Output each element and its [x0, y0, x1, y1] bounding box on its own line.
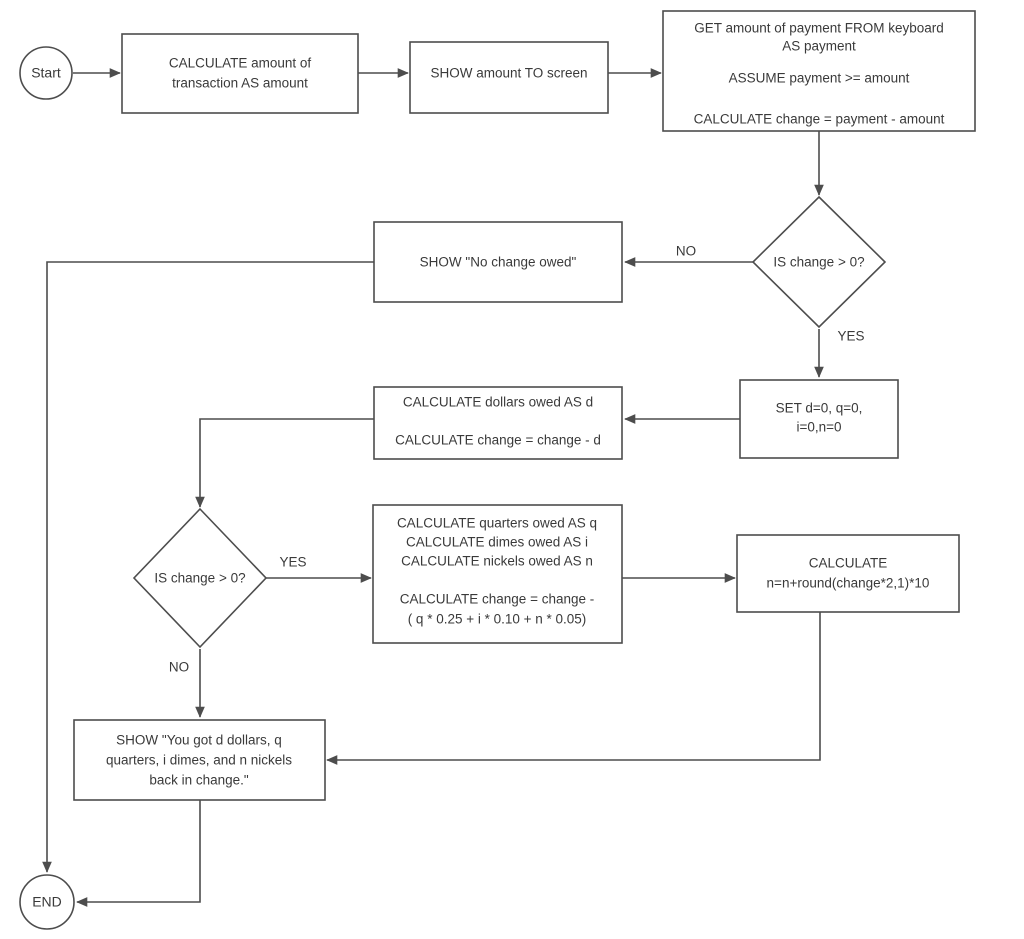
- node-decision-change-1[interactable]: IS change > 0?: [751, 195, 887, 329]
- show-amount-label: SHOW amount TO screen: [430, 66, 587, 81]
- calculate-dollars-line-1: CALCULATE dollars owed AS d: [403, 395, 593, 410]
- calculate-amount-line-2: transaction AS amount: [172, 76, 308, 91]
- get-payment-line-1: GET amount of payment FROM keyboard: [694, 21, 944, 36]
- calculate-coins-line-2: CALCULATE dimes owed AS i: [406, 535, 588, 550]
- calculate-coins-line-4: CALCULATE change = change -: [400, 592, 594, 607]
- node-start[interactable]: Start: [19, 46, 73, 100]
- edge-label-yes-1: YES: [837, 329, 864, 344]
- node-end[interactable]: END: [19, 874, 75, 930]
- calculate-coins-line-5: ( q * 0.25 + i * 0.10 + n * 0.05): [408, 612, 587, 627]
- edge-label-no-2: NO: [169, 660, 189, 675]
- end-circle[interactable]: [19, 874, 75, 930]
- calculate-amount-box[interactable]: [121, 33, 359, 114]
- node-set-vars[interactable]: SET d=0, q=0, i=0,n=0: [739, 379, 899, 459]
- calculate-coins-box[interactable]: [372, 504, 623, 644]
- show-no-change-label: SHOW "No change owed": [420, 255, 577, 270]
- calculate-amount-line-1: CALCULATE amount of: [169, 56, 312, 71]
- node-get-payment[interactable]: GET amount of payment FROM keyboard AS p…: [662, 10, 976, 132]
- show-result-box[interactable]: [73, 719, 326, 801]
- edge-layer: [42, 68, 824, 907]
- decision-change-2-label: IS change > 0?: [154, 571, 245, 586]
- calculate-nickels-line-1: CALCULATE: [809, 556, 888, 571]
- get-payment-box[interactable]: [662, 10, 976, 132]
- calculate-coins-line-1: CALCULATE quarters owed AS q: [397, 516, 597, 531]
- show-result-line-1: SHOW "You got d dollars, q: [116, 733, 282, 748]
- get-payment-line-3: ASSUME payment >= amount: [729, 71, 910, 86]
- edge-show-result-to-end: [76, 800, 201, 907]
- decision-change-2-diamond[interactable]: [132, 507, 268, 649]
- node-show-no-change[interactable]: SHOW "No change owed": [373, 221, 623, 303]
- calculate-nickels-box[interactable]: [736, 534, 960, 613]
- get-payment-line-4: CALCULATE change = payment - amount: [694, 112, 945, 127]
- start-label: Start: [31, 65, 61, 81]
- show-amount-box[interactable]: [409, 41, 609, 114]
- calculate-coins-line-3: CALCULATE nickels owed AS n: [401, 554, 593, 569]
- edge-label-yes-2: YES: [279, 555, 306, 570]
- set-vars-line-2: i=0,n=0: [796, 420, 841, 435]
- decision-change-1-diamond[interactable]: [751, 195, 887, 329]
- show-no-change-box[interactable]: [373, 221, 623, 303]
- end-label: END: [32, 894, 62, 910]
- node-decision-change-2[interactable]: IS change > 0?: [132, 507, 268, 649]
- set-vars-line-1: SET d=0, q=0,: [776, 401, 863, 416]
- node-calculate-coins[interactable]: CALCULATE quarters owed AS q CALCULATE d…: [372, 504, 623, 644]
- edge-calc-dollars-to-decision2: [195, 418, 374, 508]
- calculate-dollars-box[interactable]: [373, 386, 623, 460]
- set-vars-box[interactable]: [739, 379, 899, 459]
- edge-show-no-change-to-end: [42, 261, 374, 873]
- show-result-line-3: back in change.": [149, 773, 249, 788]
- node-calculate-amount[interactable]: CALCULATE amount of transaction AS amoun…: [121, 33, 359, 114]
- node-show-amount[interactable]: SHOW amount TO screen: [409, 41, 609, 114]
- node-calculate-dollars[interactable]: CALCULATE dollars owed AS d CALCULATE ch…: [373, 386, 623, 460]
- node-show-result[interactable]: SHOW "You got d dollars, q quarters, i d…: [73, 719, 326, 801]
- calculate-dollars-line-2: CALCULATE change = change - d: [395, 433, 601, 448]
- node-calculate-nickels[interactable]: CALCULATE n=n+round(change*2,1)*10: [736, 534, 960, 613]
- edge-label-no-1: NO: [676, 244, 696, 259]
- decision-change-1-label: IS change > 0?: [773, 255, 864, 270]
- get-payment-line-2: AS payment: [782, 39, 856, 54]
- edge-calc-nickels-to-show-result: [326, 612, 821, 765]
- show-result-line-2: quarters, i dimes, and n nickels: [106, 753, 292, 768]
- start-circle[interactable]: [19, 46, 73, 100]
- calculate-nickels-line-2: n=n+round(change*2,1)*10: [767, 576, 930, 591]
